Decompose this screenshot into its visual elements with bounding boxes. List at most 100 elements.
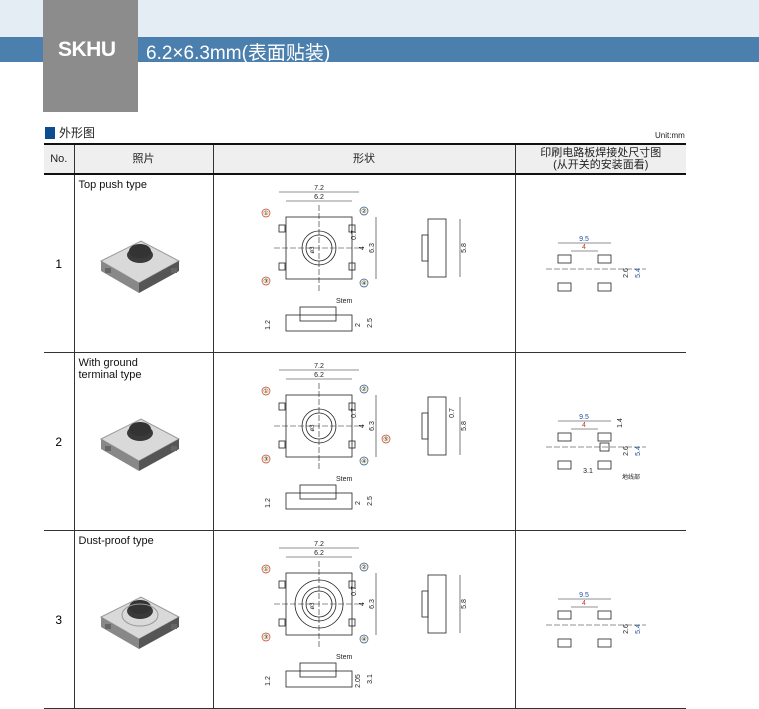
side-view — [427, 574, 446, 634]
dimension-label: 1.2 — [265, 498, 272, 508]
dimension-label: 2.5 — [367, 318, 374, 328]
type-label: Top push type — [78, 179, 148, 191]
dimension-label: 5.4 — [635, 446, 642, 456]
side-view — [427, 396, 446, 456]
switch-stem — [128, 244, 151, 258]
terminal-pad — [278, 618, 285, 627]
dimension-label: 6.2 — [314, 550, 324, 557]
terminal-pad — [278, 402, 285, 411]
dimension-label: Stem — [336, 654, 353, 661]
terminal — [104, 624, 111, 629]
dimension-label: ① — [263, 566, 268, 573]
switch-side-right — [138, 439, 179, 471]
unit-label: Unit:mm — [655, 131, 685, 140]
dimension-label: 6.3 — [369, 243, 376, 253]
section-title-text: 外形图 — [59, 126, 96, 140]
terminal-pad — [348, 580, 355, 589]
solder-pad — [557, 432, 571, 442]
terminal-pad — [278, 224, 285, 233]
switch-photo — [99, 596, 180, 649]
dimension-label: 6.2 — [314, 194, 324, 201]
dimension-label: 2.6 — [623, 446, 630, 456]
series-badge — [43, 0, 138, 112]
dimension-label: 1.4 — [617, 418, 624, 428]
solder-pad — [597, 282, 611, 292]
series-subtitle: 6.2×6.3mm(表面贴装) — [146, 43, 331, 64]
switch-stem — [128, 600, 151, 614]
front-view — [285, 492, 352, 510]
dimension-label: ④ — [361, 280, 366, 287]
side-stem — [421, 412, 428, 440]
dimension-label: 4 — [582, 244, 586, 251]
dimension-label: 2.5 — [367, 496, 374, 506]
dimension-label: 2 — [355, 323, 362, 327]
dimension-label: 3.1 — [583, 468, 593, 475]
dimension-label: ø3 — [310, 424, 316, 432]
dimension-label: 2.6 — [623, 268, 630, 278]
solder-pad — [597, 460, 611, 470]
dimension-label: ① — [263, 388, 268, 395]
solder-pad — [557, 610, 571, 620]
terminal-number-icon — [261, 386, 270, 396]
terminal — [104, 268, 111, 273]
col-pcb: 印刷电路板焊接处尺寸图 (从开关的安装面看) — [514, 143, 686, 175]
terminal-pad — [278, 440, 285, 449]
terminal-number-icon — [359, 278, 368, 288]
front-stem — [299, 662, 336, 678]
dimension-label: ② — [361, 564, 366, 571]
photo-cell: Dust-proof type — [73, 530, 213, 709]
col-shape: 形状 — [212, 143, 515, 175]
dimension-label: ④ — [361, 636, 366, 643]
switch-side-right — [138, 617, 179, 649]
side-stem — [421, 590, 428, 618]
solder-pad — [557, 254, 571, 264]
dimension-label: 5.8 — [461, 599, 468, 609]
dimension-label: ⑤ — [383, 436, 388, 443]
row-number: 2 — [44, 352, 74, 531]
dimension-label: ① — [263, 210, 268, 217]
dimension-label: 0.7 — [351, 230, 358, 240]
dimension-label: 7.2 — [314, 363, 324, 370]
series-code: SKHU — [58, 38, 116, 61]
dimension-label: 地线部 — [622, 473, 640, 481]
solder-pad — [557, 282, 571, 292]
dimensions-table: No. 照片 形状 印刷电路板焊接处尺寸图 (从开关的安装面看) 1 Top p… — [44, 143, 686, 709]
dimension-label: 7.2 — [314, 541, 324, 548]
dimension-label: 6.2 — [314, 372, 324, 379]
dimension-label: 5.8 — [461, 421, 468, 431]
side-stem — [421, 234, 428, 262]
terminal-number-icon — [359, 384, 368, 394]
dimension-label: 5.4 — [635, 624, 642, 634]
photo-cell: Top push type — [73, 174, 213, 353]
dimension-label: 6.3 — [369, 599, 376, 609]
front-stem — [299, 306, 336, 322]
dimension-label: 4 — [359, 246, 366, 250]
switch-body — [99, 240, 180, 293]
section-title: 外形图 — [45, 124, 95, 141]
photo-cell: With ground terminal type — [73, 352, 213, 531]
dimension-label: 3.1 — [367, 674, 374, 684]
dimension-label: 2.6 — [623, 624, 630, 634]
dimension-label: 1.2 — [265, 676, 272, 686]
col-no: No. — [44, 143, 74, 175]
solder-pad — [557, 638, 571, 648]
solder-pad — [597, 638, 611, 648]
terminal-number-icon — [381, 434, 390, 444]
ground-pad — [599, 442, 609, 452]
dimension-label: ③ — [263, 278, 268, 285]
terminal-number-icon — [261, 454, 270, 464]
solder-pad — [597, 254, 611, 264]
col-photo: 照片 — [73, 143, 213, 175]
front-view — [285, 670, 352, 688]
solder-pad — [557, 460, 571, 470]
dimension-label: 4 — [359, 424, 366, 428]
dimension-label: ③ — [263, 456, 268, 463]
